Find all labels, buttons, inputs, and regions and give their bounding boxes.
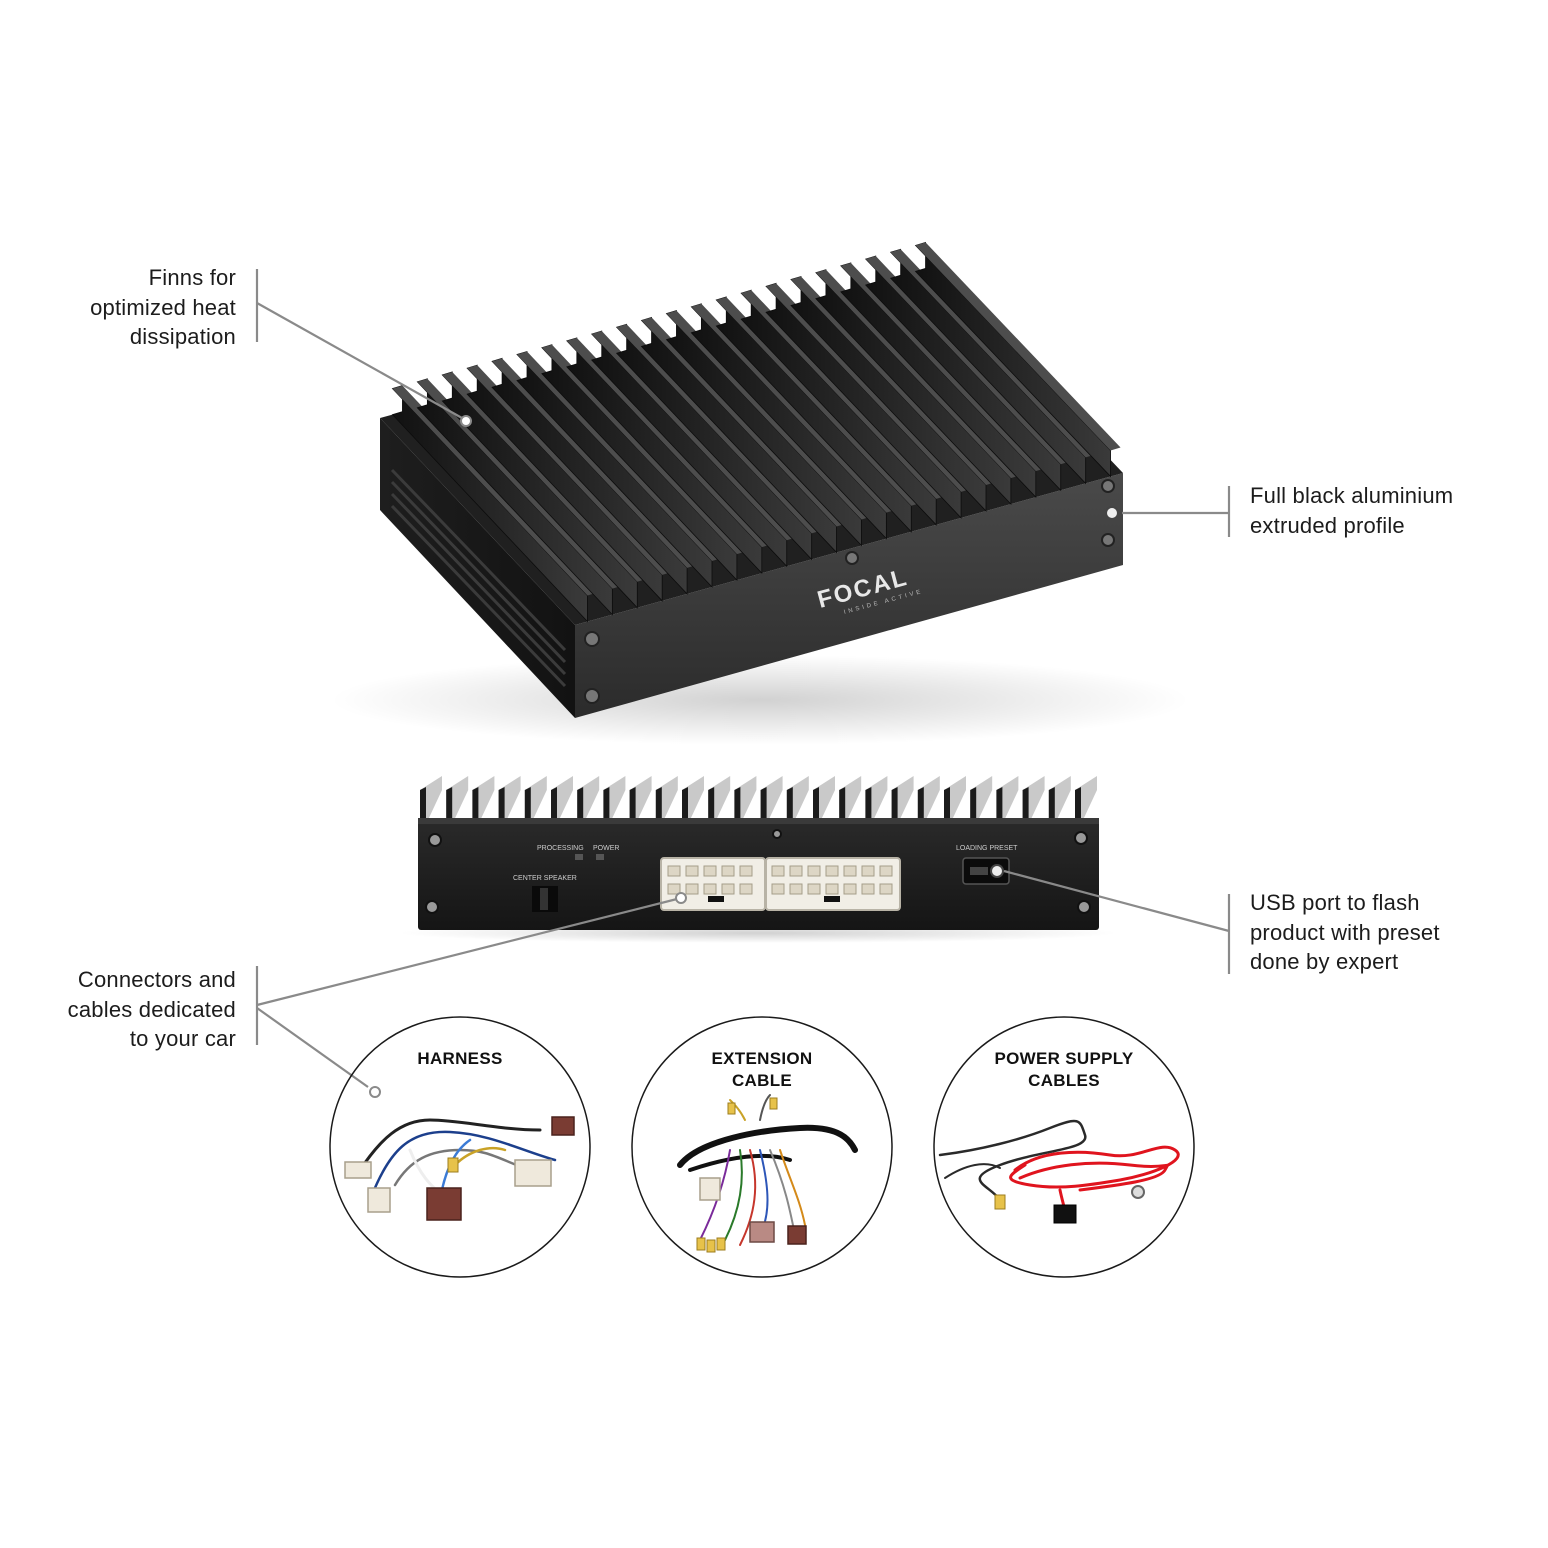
callout-fins-line-2: optimized heat: [90, 294, 236, 320]
label-loading-preset: LOADING PRESET: [956, 845, 1018, 852]
extension-cable-title-line-2: CABLE: [731, 1071, 793, 1090]
harness-title-line-1: HARNESS: [417, 1049, 503, 1068]
power-supply-title-line-2: CABLES: [1028, 1071, 1100, 1090]
callout-usb-line-2: product with preset: [1250, 919, 1440, 945]
wiring-connectors: [660, 857, 901, 911]
callout-profile-line-2: extruded profile: [1250, 512, 1405, 538]
label-center-speaker: CENTER SPEAKER: [513, 875, 577, 882]
leader-lines: [255, 269, 1231, 1088]
callout-fins-line-3: dissipation: [129, 324, 236, 349]
label-power: POWER: [593, 845, 619, 852]
amplifier-top-view: FOCAL INSIDE ACTIVE: [330, 241, 1190, 745]
callout-usb-line-1: USB port to flash: [1250, 890, 1420, 915]
callout-usb-line-3: done by expert: [1250, 949, 1399, 974]
extension-cable-circle: [631, 1016, 893, 1278]
callout-connectors-line-2: cables dedicated: [67, 996, 236, 1022]
callout-fins-line-1: Finns for: [148, 265, 236, 290]
callout-connectors-line-1: Connectors and: [77, 967, 236, 992]
extension-cable-image: [677, 1094, 858, 1253]
power-supply-title-line-1: POWER SUPPLY: [994, 1049, 1134, 1068]
power-supply-title: POWER SUPPLY CABLES: [954, 1048, 1174, 1092]
harness-title: HARNESS: [350, 1048, 570, 1070]
callout-usb: USB port to flash product with preset do…: [1250, 888, 1440, 977]
amplifier-rear-view: PROCESSING POWER CENTER SPEAKER LOADING …: [398, 776, 1118, 943]
accessory-circles: [329, 1016, 1195, 1278]
label-processing: PROCESSING: [537, 845, 584, 852]
callout-connectors-line-3: to your car: [129, 1026, 236, 1051]
harness-image: [344, 1116, 575, 1221]
callout-fins: Finns for optimized heat dissipation: [90, 263, 236, 352]
power-supply-circle: [933, 1016, 1195, 1278]
callout-connectors: Connectors and cables dedicated to your …: [68, 965, 236, 1054]
extension-cable-title: EXTENSION CABLE: [652, 1048, 872, 1092]
harness-circle: [329, 1016, 591, 1278]
power-supply-image: [938, 1119, 1180, 1224]
callout-profile-line-1: Full black aluminium: [1250, 483, 1454, 508]
callout-profile: Full black aluminium extruded profile: [1250, 481, 1453, 540]
extension-cable-title-line-1: EXTENSION: [711, 1049, 813, 1068]
